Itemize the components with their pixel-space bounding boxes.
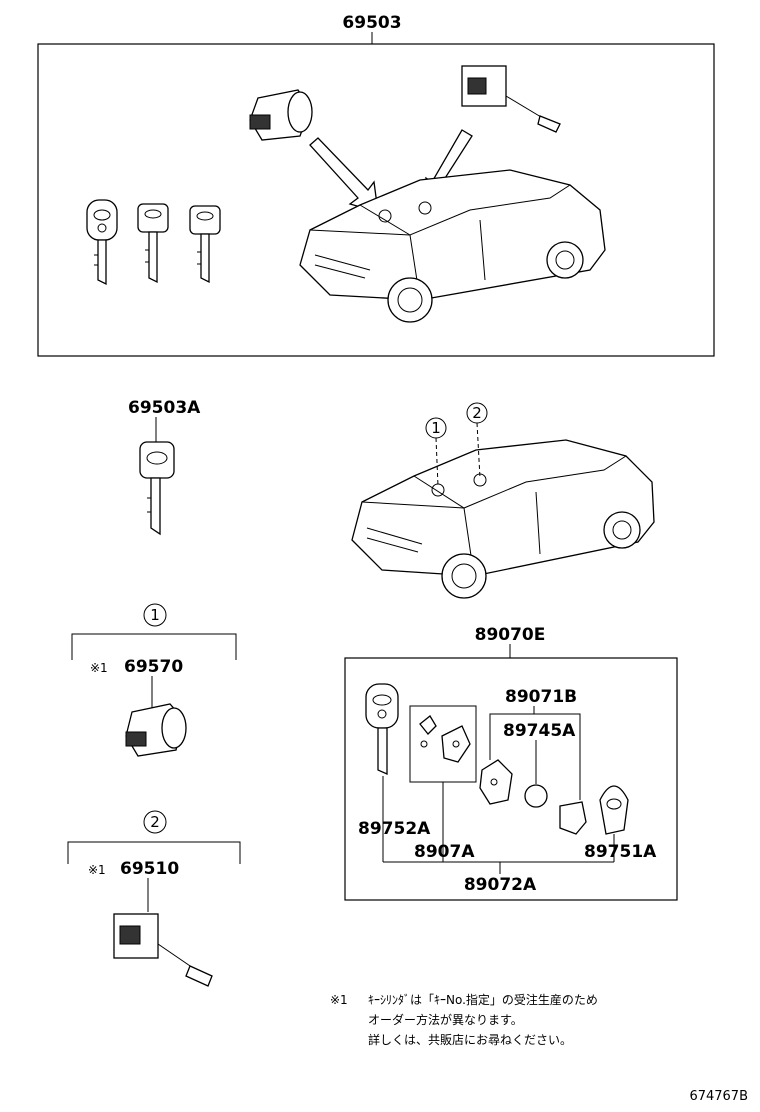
svg-text:2: 2 [472, 404, 482, 422]
key-blade-icon [150, 477, 161, 536]
key-69503A: 69503A [128, 398, 201, 536]
cover-piece-icon [559, 801, 587, 835]
label-69570[interactable]: 69570 [124, 657, 183, 677]
remote-housing-icon [599, 785, 629, 835]
label-89072A[interactable]: 89072A [464, 875, 537, 895]
key-sub-icon [189, 205, 221, 284]
arrow-icon [309, 137, 379, 213]
label-89752A[interactable]: 89752A [358, 819, 431, 839]
car-location-diagram: 1 2 [351, 402, 655, 599]
label-89070E[interactable]: 89070E [475, 625, 546, 645]
label-69503A[interactable]: 69503A [128, 398, 201, 418]
note-mark: ※1 [88, 863, 106, 877]
key-remote-icon [86, 199, 118, 286]
circle-1-label: 1 [150, 606, 160, 624]
circle-2-label: 2 [150, 813, 160, 831]
label-69503[interactable]: 69503 [342, 13, 401, 33]
callout-circle-2: 2 [466, 402, 488, 479]
ignition-cylinder-icon [249, 89, 313, 141]
car-icon [299, 169, 606, 323]
door-cylinder-icon [461, 65, 561, 133]
footnote-line-1: ｷｰｼﾘﾝﾀﾞは「ｷｰNo.指定」の受注生産のため [368, 992, 598, 1007]
drawing-number: 674767B [689, 1089, 748, 1104]
label-8907A[interactable]: 8907A [414, 842, 475, 862]
label-89745A[interactable]: 89745A [503, 721, 576, 741]
footnote-mark: ※1 [330, 993, 348, 1007]
car-icon [351, 439, 655, 599]
footnote-line-2: オーダー方法が異なります。 [368, 1012, 523, 1027]
remote-key-icon [365, 683, 399, 776]
frame-69503 [37, 43, 715, 357]
footnote: ※1 ｷｰｼﾘﾝﾀﾞは「ｷｰNo.指定」の受注生産のため オーダー方法が異なりま… [330, 992, 598, 1047]
circuit-board-icon [419, 715, 471, 763]
label-89751A[interactable]: 89751A [584, 842, 657, 862]
battery-icon [524, 784, 548, 808]
svg-text:1: 1 [431, 419, 441, 437]
note-mark: ※1 [90, 661, 108, 675]
label-89071B[interactable]: 89071B [505, 687, 577, 707]
footnote-line-3: 詳しくは、共販店にお尋ねください。 [368, 1032, 572, 1047]
transmitter-assembly: 89070E 89071B 89745A [344, 625, 678, 901]
label-69510[interactable]: 69510 [120, 859, 179, 879]
group-1-ignition-cylinder: 1 ※1 69570 [71, 603, 237, 757]
door-cylinder-icon [113, 913, 213, 987]
case-icon [479, 759, 513, 805]
ignition-cylinder-icon [125, 703, 187, 757]
assembly-69503: 69503 [37, 13, 715, 357]
callout-circle-1: 1 [425, 417, 447, 487]
frame-89070E [344, 657, 678, 901]
group-2-door-cylinder: 2 ※1 69510 [67, 810, 241, 987]
key-master-icon [137, 203, 169, 284]
key-head-icon [139, 441, 175, 479]
